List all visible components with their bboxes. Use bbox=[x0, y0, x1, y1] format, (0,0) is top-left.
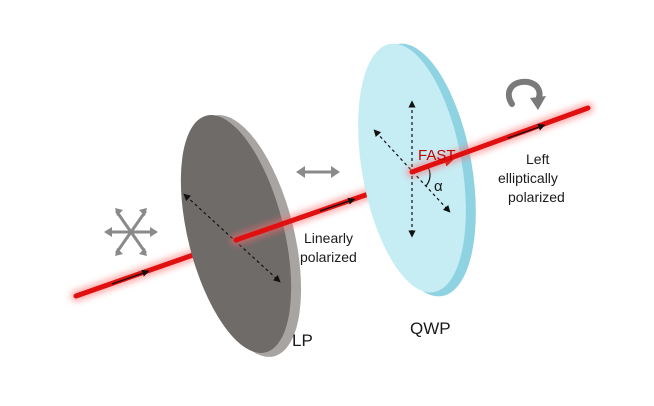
laser-beam-middle bbox=[111, 184, 386, 285]
linear-line-2: polarized bbox=[300, 249, 357, 265]
laser-beam-right bbox=[406, 102, 594, 178]
beam-direction-arrow bbox=[319, 197, 356, 212]
fast-axis-label: FAST bbox=[418, 147, 456, 164]
beam-direction-arrow-right bbox=[507, 123, 546, 139]
left-line-2: elliptically bbox=[498, 170, 558, 186]
linear-line-1: Linearly bbox=[304, 230, 353, 246]
beam-core-middle bbox=[233, 187, 383, 243]
left-elliptically-polarized-label: Left elliptically polarized bbox=[498, 151, 565, 205]
lp-label: LP bbox=[292, 331, 313, 350]
curved-rotation-arrow-icon bbox=[505, 78, 546, 110]
qwp-label: QWP bbox=[410, 319, 451, 338]
left-line-1: Left bbox=[526, 151, 549, 167]
beam-core-right bbox=[409, 105, 591, 175]
alpha-angle-label: α bbox=[434, 178, 443, 195]
linearly-polarized-label: Linearly polarized bbox=[300, 230, 357, 265]
left-line-3: polarized bbox=[508, 189, 565, 205]
double-arrow-icon bbox=[296, 166, 340, 178]
beam-direction-arrow-left bbox=[111, 269, 150, 285]
unpolarized-star-icon bbox=[104, 208, 158, 256]
